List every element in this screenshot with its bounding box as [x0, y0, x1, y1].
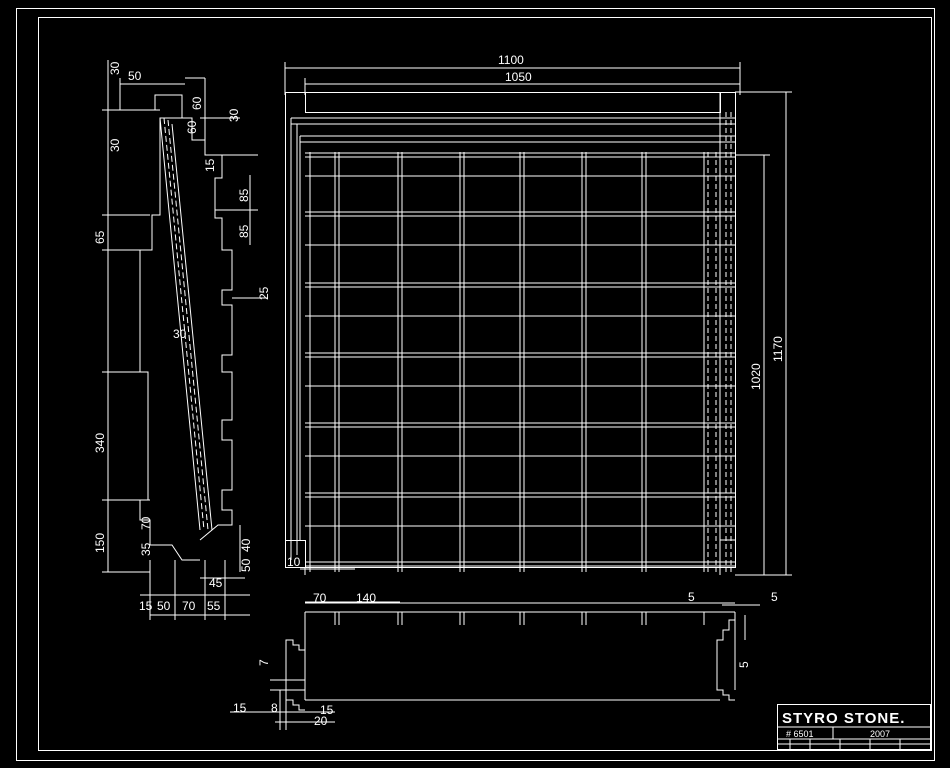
front-view [284, 62, 792, 576]
side-dim-40: 40 [239, 538, 253, 552]
section-dim-20: 20 [314, 714, 328, 728]
side-dim-25: 25 [257, 286, 271, 300]
side-dim-340: 340 [93, 433, 107, 453]
side-profile [102, 60, 268, 620]
section-dim-15-left: 15 [233, 701, 247, 715]
side-dim-35: 35 [139, 542, 153, 556]
side-dim-70-bottom: 70 [182, 599, 196, 613]
dim-height-1170: 1170 [771, 336, 785, 362]
section-dim-15-right: 15 [320, 703, 334, 717]
section-dim-5-a: 5 [688, 590, 695, 604]
title-block [777, 704, 931, 750]
section-dim-140: 140 [356, 591, 376, 605]
side-dim-15: 15 [203, 158, 217, 172]
dim-offset-10: 10 [287, 555, 301, 569]
side-dim-50-bottom: 50 [157, 599, 171, 613]
section-dim-5-b: 5 [771, 590, 778, 604]
side-dim-15-bottom: 15 [139, 599, 153, 613]
side-dim-85-a: 85 [237, 188, 251, 202]
side-dim-30-right: 30 [227, 108, 241, 122]
side-dim-60-b: 60 [185, 120, 199, 134]
outer-border [16, 8, 935, 761]
product-code: # 6501 [786, 729, 814, 739]
dim-width-1050: 1050 [505, 70, 532, 84]
side-dim-45: 45 [209, 576, 223, 590]
bottom-section [230, 601, 760, 730]
section-dim-7: 7 [257, 659, 271, 666]
section-dim-70: 70 [313, 591, 327, 605]
side-dim-85-b: 85 [237, 224, 251, 238]
dim-height-1020: 1020 [749, 363, 763, 390]
drawing-year: 2007 [870, 729, 890, 739]
inner-border [38, 17, 932, 751]
brand-name: STYRO STONE. [782, 710, 905, 727]
side-dim-65: 65 [93, 230, 107, 244]
side-dim-70: 70 [139, 516, 153, 530]
section-dim-5-right: 5 [737, 661, 751, 668]
side-dim-150: 150 [93, 533, 107, 553]
section-dim-8: 8 [271, 701, 278, 715]
side-dim-55: 55 [207, 599, 221, 613]
side-dim-50-right: 50 [239, 558, 253, 572]
side-dim-50: 50 [128, 69, 142, 83]
side-dim-30-left: 30 [108, 138, 122, 152]
side-dim-60-a: 60 [190, 96, 204, 110]
side-dim-30-mid: 30 [173, 327, 187, 341]
front-horizontal-bars [305, 152, 735, 567]
dim-width-1100: 1100 [498, 53, 524, 67]
side-dim-30-top: 30 [108, 61, 122, 75]
front-vertical-bars [309, 112, 732, 572]
